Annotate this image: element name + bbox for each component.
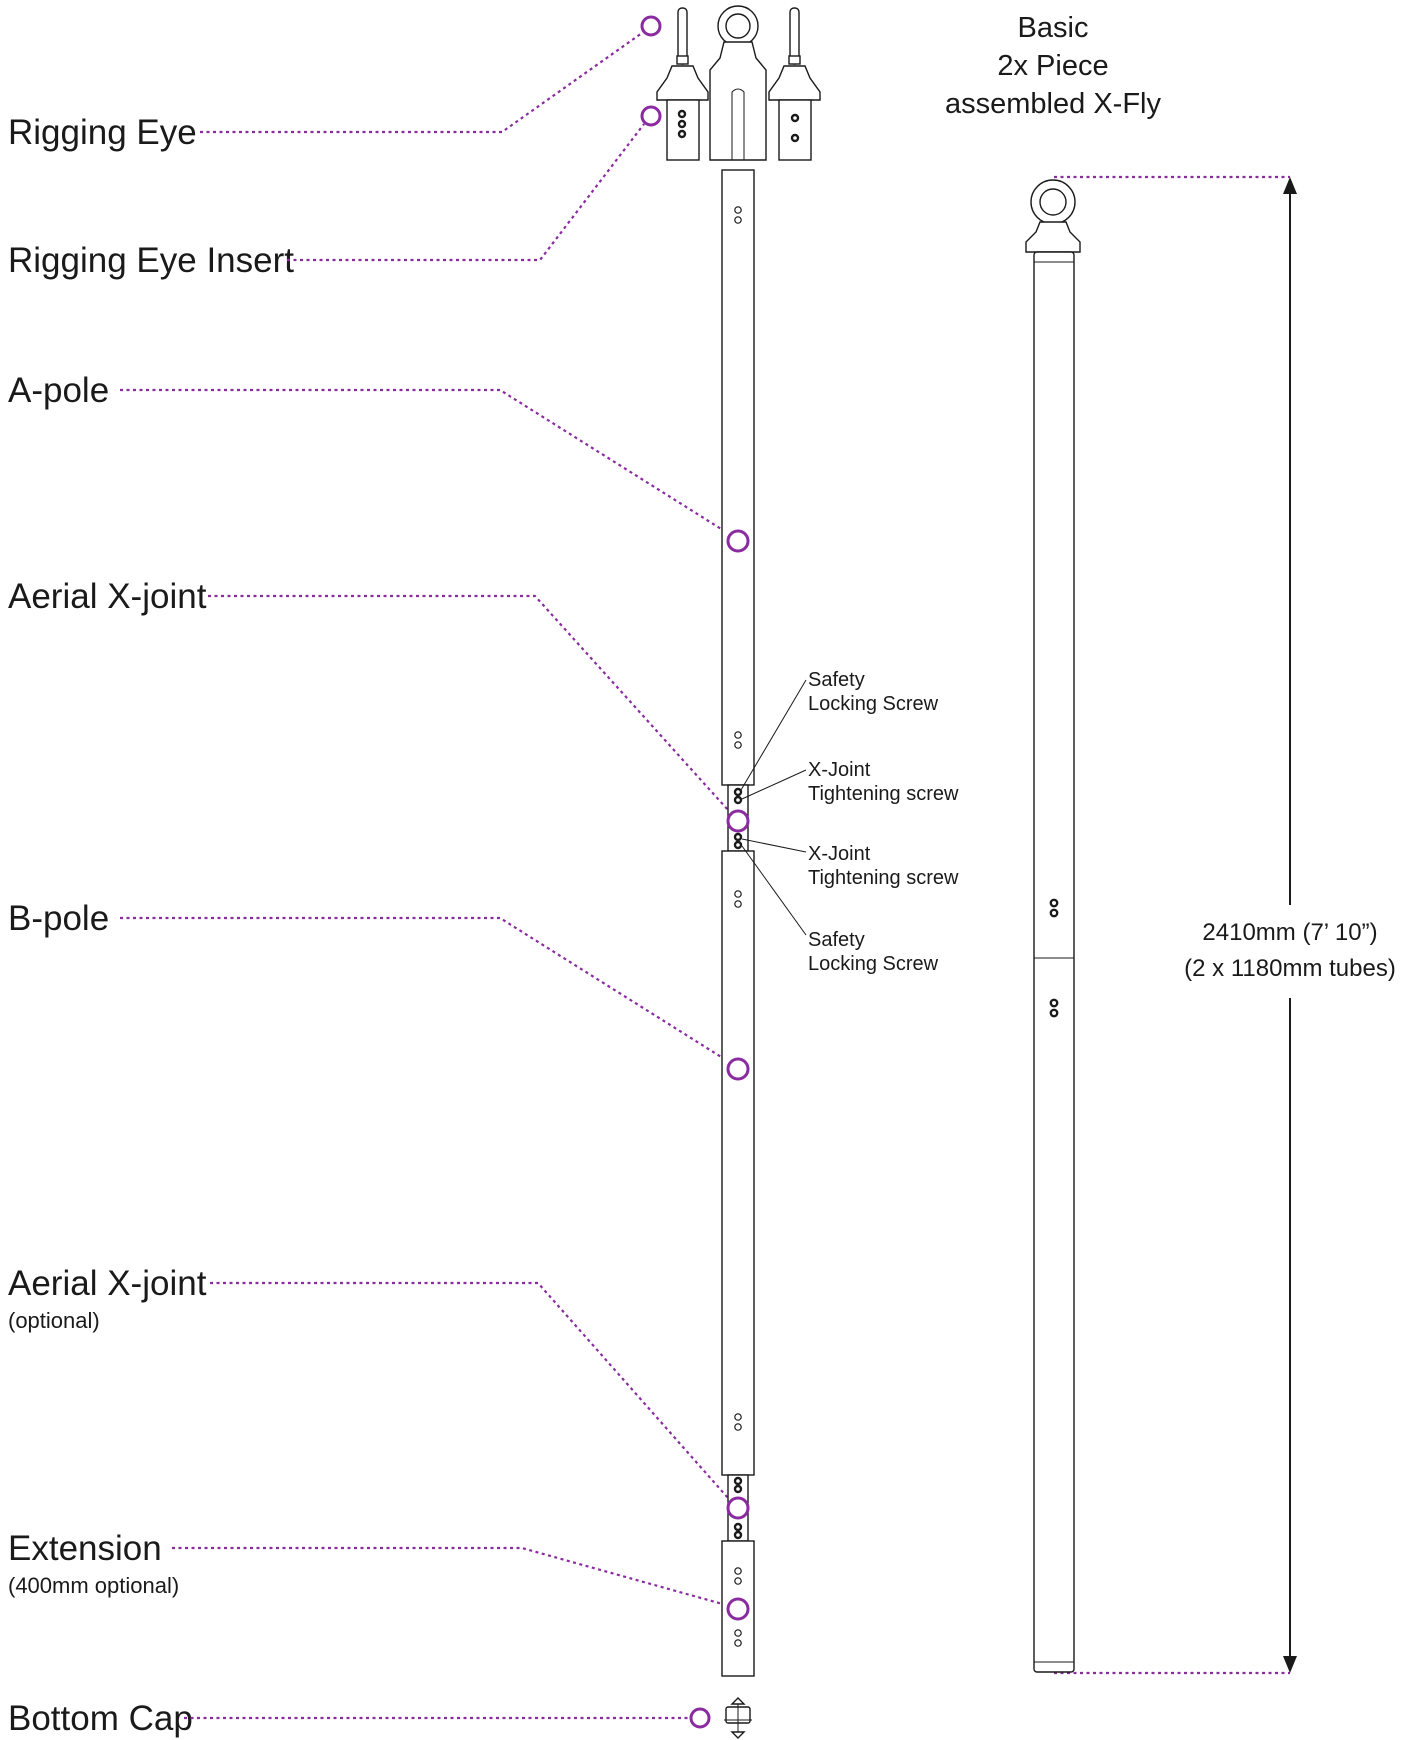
leader-aerial-x-joint-optional bbox=[210, 1281, 729, 1499]
label-aerial-x-joint-optional-note: (optional) bbox=[8, 1308, 100, 1333]
label-extension-note: (400mm optional) bbox=[8, 1573, 179, 1598]
label-rigging-eye: Rigging Eye bbox=[8, 113, 197, 152]
label-aerial-x-joint: Aerial X-joint bbox=[8, 577, 207, 616]
a-pole-tube bbox=[721, 169, 755, 786]
label-bottom-cap: Bottom Cap bbox=[8, 1699, 193, 1738]
marker-rigging-eye-insert bbox=[640, 105, 662, 127]
leader-b-pole bbox=[120, 916, 727, 1061]
leader-aerial-x-joint bbox=[208, 594, 729, 811]
leader-rigging-eye-insert bbox=[287, 123, 645, 262]
assembled-x-fly: Basic 2x Piece assembled X-Fly 2410mm (7… bbox=[945, 12, 1396, 1673]
assembled-tube bbox=[1033, 251, 1075, 1673]
rigging-eye-center bbox=[709, 5, 767, 161]
callout-tightening-bottom-line1: X-Joint bbox=[808, 843, 871, 865]
callout-tightening-bottom-line2: Tightening screw bbox=[808, 867, 959, 889]
callout-tightening-top-line1: X-Joint bbox=[808, 759, 871, 781]
assembled-title-line2: 2x Piece bbox=[997, 50, 1108, 82]
label-rigging-eye-insert: Rigging Eye Insert bbox=[8, 241, 294, 280]
exploded-pole bbox=[721, 169, 755, 1739]
dimension-arrow-top bbox=[1283, 177, 1297, 194]
callout-safety-top-line2: Locking Screw bbox=[808, 693, 939, 715]
callout-safety-top-line1: Safety bbox=[808, 669, 865, 691]
marker-extension bbox=[726, 1597, 750, 1621]
callout-tightening-top-line2: Tightening screw bbox=[808, 783, 959, 805]
rigging-eye-insert-left bbox=[656, 7, 709, 161]
assembled-title-line3: assembled X-Fly bbox=[945, 88, 1161, 120]
dimension-note: (2 x 1180mm tubes) bbox=[1184, 955, 1396, 982]
markers bbox=[640, 15, 750, 1729]
label-extension: Extension bbox=[8, 1529, 162, 1568]
callout-safety-bottom-line1: Safety bbox=[808, 929, 865, 951]
label-a-pole: A-pole bbox=[8, 371, 109, 410]
label-aerial-x-joint-optional: Aerial X-joint bbox=[8, 1264, 207, 1303]
assembled-title-line1: Basic bbox=[1018, 12, 1089, 44]
marker-bottom-cap bbox=[689, 1707, 711, 1729]
marker-rigging-eye bbox=[640, 15, 662, 37]
marker-a-pole bbox=[726, 529, 750, 553]
marker-aerial-x-joint bbox=[726, 809, 750, 833]
rigging-eye-insert-right bbox=[768, 7, 821, 161]
callout-safety-bottom-line2: Locking Screw bbox=[808, 953, 939, 975]
dimension-length: 2410mm (7’ 10”) bbox=[1202, 919, 1377, 946]
leader-rigging-eye bbox=[200, 32, 643, 134]
leader-lines bbox=[120, 32, 1290, 1720]
rigging-hardware bbox=[656, 5, 821, 161]
bottom-cap-part bbox=[724, 1697, 752, 1739]
b-pole-tube bbox=[721, 850, 755, 1476]
screw-callouts: Safety Locking Screw X-Joint Tightening … bbox=[740, 669, 959, 975]
dimension-arrow-bottom bbox=[1283, 1656, 1297, 1673]
leader-a-pole bbox=[120, 388, 727, 533]
marker-b-pole bbox=[726, 1057, 750, 1081]
leader-extension bbox=[172, 1546, 727, 1607]
label-b-pole: B-pole bbox=[8, 899, 109, 938]
marker-aerial-x-joint-optional bbox=[726, 1496, 750, 1520]
